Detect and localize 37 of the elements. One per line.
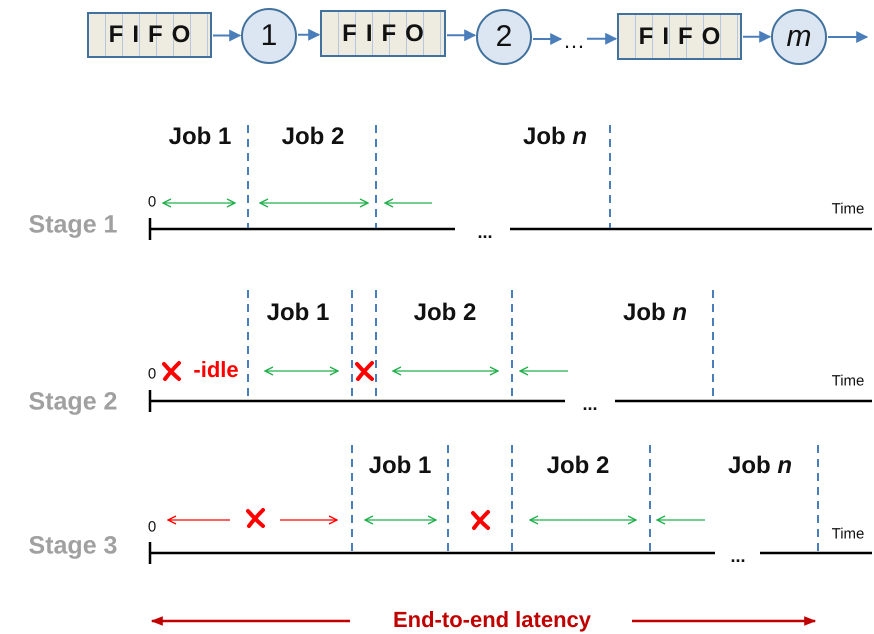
arrow: [447, 29, 476, 42]
arrow: [213, 30, 242, 42]
job-label: Job 2: [414, 301, 476, 325]
axis-title: Time: [832, 526, 864, 542]
fifo-queue-box: FIFO: [320, 10, 446, 57]
axis-title: Time: [832, 202, 864, 216]
ellipsis-text: ...: [478, 223, 492, 241]
job-label: Job 1: [266, 301, 330, 325]
arrow: [587, 32, 618, 45]
latency-label: End-to-end latency: [393, 609, 591, 631]
axis-origin-label: 0: [148, 366, 156, 382]
stage-circle: 2: [476, 9, 532, 65]
stage-label: Stage 1: [28, 212, 118, 238]
ellipsis-text: …: [562, 26, 586, 56]
arrow: [828, 31, 868, 43]
axis-origin-label: 0: [148, 194, 156, 210]
fifo-queue-box: FIFO: [87, 12, 212, 58]
job-label: Job 2: [546, 454, 610, 478]
stage-circle: 1: [241, 8, 297, 64]
job-label: Job 1: [368, 454, 432, 478]
ellipsis-text: ...: [582, 395, 598, 413]
arrow: [533, 33, 562, 45]
arrow: [743, 30, 772, 43]
axis-origin-label: 0: [148, 520, 156, 534]
fifo-queue-box: FIFO: [617, 13, 742, 60]
job-label: Job n: [523, 125, 587, 149]
idle-label: -idle: [193, 359, 239, 381]
arrow: [298, 28, 320, 41]
job-label: Job n: [623, 301, 687, 325]
stage-circle: m: [771, 9, 827, 65]
job-label: Job 2: [282, 125, 344, 149]
job-label: Job n: [728, 454, 792, 478]
ellipsis-text: ...: [730, 547, 746, 565]
axis-title: Time: [832, 374, 864, 388]
stage-label: Stage 3: [28, 534, 118, 558]
stage-label: Stage 2: [28, 390, 118, 414]
job-label: Job 1: [168, 125, 232, 149]
